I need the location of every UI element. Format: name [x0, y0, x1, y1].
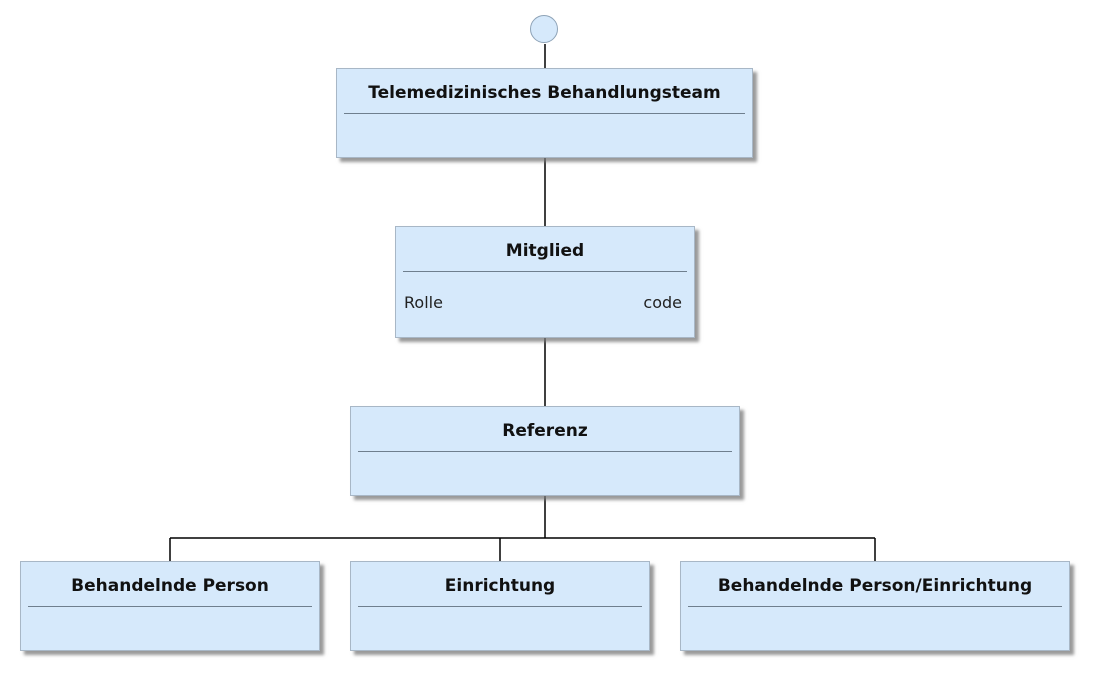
node-telemedizinisches-behandlungsteam[interactable]: Telemedizinisches Behandlungsteam	[336, 68, 753, 158]
node-title: Behandelnde Person	[71, 576, 269, 596]
node-behandelnde-person[interactable]: Behandelnde Person	[20, 561, 320, 651]
node-divider	[688, 606, 1062, 607]
node-divider	[358, 451, 732, 452]
node-title: Referenz	[502, 421, 588, 441]
node-divider	[403, 271, 687, 272]
node-mitglied[interactable]: Mitglied Rolle code	[395, 226, 695, 338]
node-title: Telemedizinisches Behandlungsteam	[368, 83, 721, 103]
node-behandelnde-person-einrichtung[interactable]: Behandelnde Person/Einrichtung	[680, 561, 1070, 651]
node-title: Mitglied	[505, 241, 585, 261]
node-divider	[344, 113, 745, 114]
attribute-name: Rolle	[404, 293, 443, 312]
node-einrichtung[interactable]: Einrichtung	[350, 561, 650, 651]
node-divider	[358, 606, 642, 607]
node-divider	[28, 606, 312, 607]
attribute-type: code	[643, 293, 682, 312]
root-start-node	[530, 15, 558, 43]
node-referenz[interactable]: Referenz	[350, 406, 740, 496]
node-title: Behandelnde Person/Einrichtung	[717, 576, 1033, 596]
node-title: Einrichtung	[444, 576, 556, 596]
